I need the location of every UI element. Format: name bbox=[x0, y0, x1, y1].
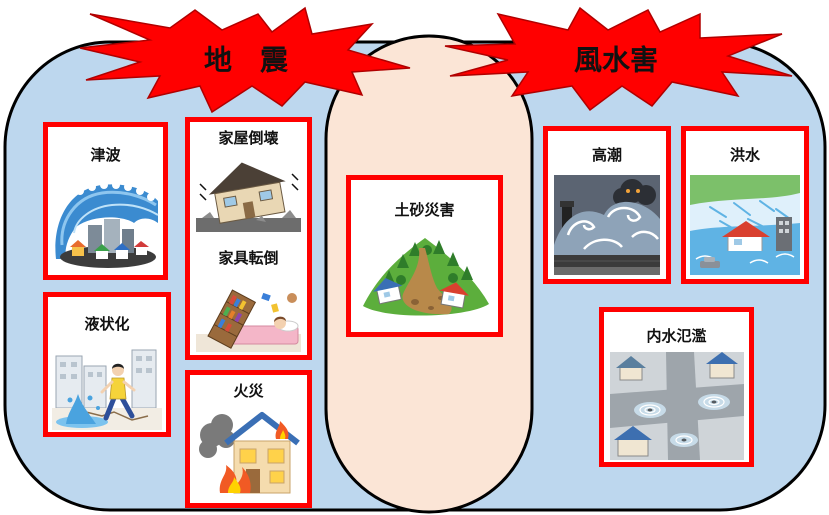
tsunami-label: 津波 bbox=[90, 146, 121, 164]
shake-lines bbox=[199, 173, 299, 201]
furniture-fall-illustration bbox=[196, 289, 301, 352]
liquefaction-label: 液状化 bbox=[84, 315, 130, 333]
flood-label: 洪水 bbox=[729, 146, 760, 164]
trees bbox=[382, 240, 473, 285]
wave bbox=[54, 181, 159, 259]
smoke bbox=[199, 414, 235, 458]
seawall bbox=[554, 255, 660, 275]
flood-card: 洪水 bbox=[681, 126, 809, 284]
house-collapse-label: 家屋倒壊 bbox=[218, 129, 279, 147]
liquefaction-card: 液状化 bbox=[43, 292, 171, 437]
inland-flood-card: 内水氾濫 bbox=[599, 307, 754, 467]
falling-items bbox=[261, 292, 297, 313]
storm-cloud bbox=[613, 179, 656, 206]
furniture-fall-label: 家具転倒 bbox=[218, 249, 279, 267]
house-collapse-card: 家屋倒壊 家具転倒 bbox=[185, 117, 312, 360]
bookshelf bbox=[207, 289, 257, 349]
submerged-house bbox=[722, 221, 770, 256]
fire-illustration bbox=[199, 412, 300, 494]
road-vertical bbox=[665, 352, 700, 460]
water-spout bbox=[56, 394, 108, 428]
earthquake-burst: 地 震 bbox=[79, 6, 411, 114]
earthquake-burst-label: 地 震 bbox=[204, 44, 289, 77]
flames bbox=[219, 421, 289, 493]
house-blue-roof bbox=[372, 278, 402, 305]
debris bbox=[202, 210, 296, 222]
inland-flood-illustration bbox=[609, 352, 744, 460]
tsunami-card: 津波 bbox=[43, 122, 168, 280]
wind-flood-burst: 風水害 bbox=[444, 6, 793, 112]
hillside bbox=[690, 175, 800, 205]
house-top-right bbox=[705, 352, 738, 379]
storm-surge-label: 高潮 bbox=[591, 146, 622, 164]
building bbox=[776, 217, 792, 251]
fire-label: 火災 bbox=[233, 382, 264, 400]
tsunami-illustration bbox=[54, 181, 159, 268]
liquefaction-illustration bbox=[52, 349, 162, 430]
bed bbox=[225, 316, 299, 345]
landslide-illustration bbox=[362, 238, 489, 316]
earthquake-burst-shape bbox=[79, 6, 411, 114]
house-collapse-illustration bbox=[196, 162, 301, 232]
landslide-card: 土砂災害 bbox=[346, 175, 503, 337]
car bbox=[700, 257, 720, 268]
landslide-label: 土砂災害 bbox=[394, 201, 455, 219]
surge-waves bbox=[554, 201, 660, 257]
flood-illustration bbox=[690, 175, 800, 275]
house-red-roof bbox=[438, 282, 469, 309]
running-man bbox=[100, 363, 136, 421]
house-bottom-left bbox=[613, 426, 652, 457]
tilted-house bbox=[208, 162, 286, 224]
houses bbox=[69, 240, 149, 259]
storm-surge-card: 高潮 bbox=[543, 126, 671, 284]
ground bbox=[196, 218, 301, 232]
ground-crack bbox=[85, 411, 149, 421]
inland-flood-label: 内水氾濫 bbox=[646, 327, 707, 345]
wind-flood-burst-shape bbox=[444, 6, 793, 112]
manholes bbox=[647, 400, 716, 442]
house-top-left bbox=[615, 356, 646, 381]
burning-house bbox=[224, 412, 300, 494]
wind-flood-burst-label: 風水害 bbox=[574, 44, 658, 77]
wave-curls bbox=[566, 206, 659, 250]
fire-card: 火災 bbox=[185, 370, 312, 508]
storm-surge-illustration bbox=[554, 175, 660, 275]
